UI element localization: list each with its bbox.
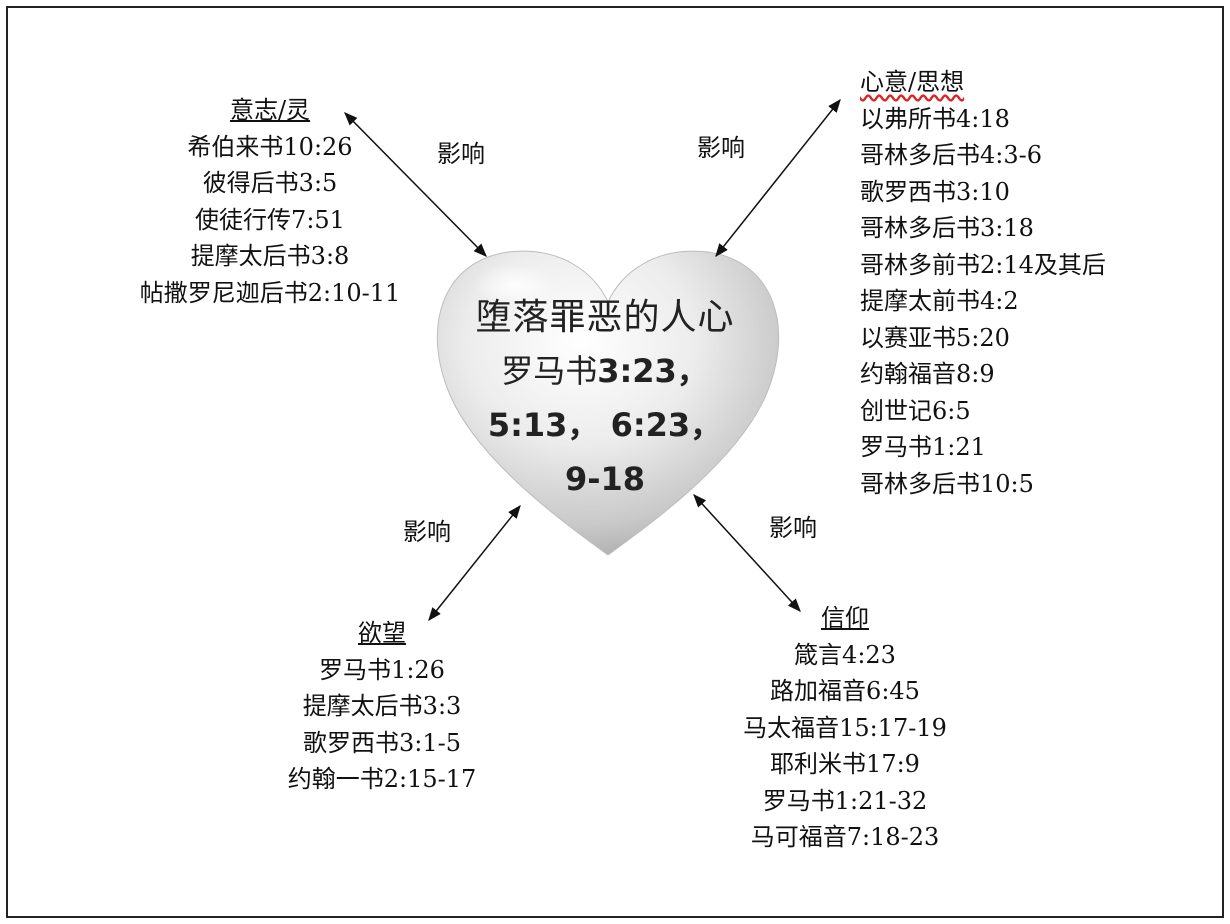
influence-label-will: 影响 — [437, 140, 485, 168]
mind-block: 心意/思想 以弗所书4:18 哥林多后书4:3-6 歌罗西书3:10 哥林多后书… — [860, 64, 1220, 502]
will-ref: 希伯来书10:26 — [187, 132, 353, 161]
heart-highlight — [473, 263, 557, 307]
arrow-desire — [428, 504, 521, 622]
mind-title: 心意/思想 — [860, 68, 965, 96]
heart-ref-line3: 9-18 — [564, 460, 646, 498]
heart-ref-line2: 5:13， 6:23， — [487, 406, 723, 444]
will-ref: 提摩太后书3:8 — [190, 242, 350, 270]
faith-ref: 箴言4:23 — [794, 640, 896, 669]
heart-ref-line1: 罗马书3:23， — [440, 344, 770, 398]
mind-ref: 哥林多前书2:14及其后 — [860, 250, 1106, 279]
diagram-frame — [6, 6, 1224, 918]
faith-block: 信仰 箴言4:23 路加福音6:45 马太福音15:17-19 耶利米书17:9… — [700, 600, 990, 856]
faith-title: 信仰 — [821, 604, 869, 632]
influence-label-desire: 影响 — [403, 518, 451, 546]
mind-ref: 以弗所书4:18 — [860, 104, 1010, 133]
will-ref: 使徒行传7:51 — [195, 205, 345, 234]
arrow-mind — [715, 98, 841, 258]
desire-ref: 罗马书1:26 — [319, 655, 445, 684]
arrow-will — [344, 112, 487, 257]
heart-ref-value: 3:23， — [597, 352, 709, 390]
will-block: 意志/灵 希伯来书10:26 彼得后书3:5 使徒行传7:51 提摩太后书3:8… — [120, 92, 420, 311]
faith-ref: 马太福音15:17-19 — [743, 713, 947, 742]
heart-title: 堕落罪恶的人心 — [475, 297, 735, 338]
faith-ref: 耶利米书17:9 — [770, 750, 920, 778]
desire-ref: 提摩太后书3:3 — [302, 692, 462, 720]
will-ref: 帖撒罗尼迦后书2:10-11 — [139, 278, 401, 307]
faith-ref: 马可福音7:18-23 — [750, 823, 940, 851]
mind-ref: 以赛亚书5:20 — [860, 323, 1010, 352]
arrow-faith — [693, 494, 801, 612]
desire-title: 欲望 — [358, 619, 406, 647]
desire-block: 欲望 罗马书1:26 提摩太后书3:3 歌罗西书3:1-5 约翰一书2:15-1… — [262, 615, 502, 798]
mind-ref: 提摩太前书4:2 — [860, 287, 1019, 315]
mind-ref: 创世记6:5 — [860, 396, 971, 425]
mind-ref: 哥林多后书3:18 — [860, 214, 1034, 242]
will-ref: 彼得后书3:5 — [202, 169, 338, 197]
mind-ref: 哥林多后书4:3-6 — [860, 141, 1043, 169]
desire-ref: 约翰一书2:15-17 — [287, 765, 477, 793]
heart-label: 堕落罪恶的人心 罗马书3:23， 5:13， 6:23， 9-18 — [440, 292, 770, 506]
mind-ref: 歌罗西书3:10 — [860, 177, 1010, 206]
influence-label-mind: 影响 — [697, 134, 745, 162]
faith-ref: 罗马书1:21-32 — [762, 786, 928, 815]
heart-shape — [436, 250, 780, 556]
heart-ref-book: 罗马书 — [501, 352, 598, 390]
desire-ref: 歌罗西书3:1-5 — [302, 728, 461, 757]
mind-ref: 约翰福音8:9 — [860, 360, 995, 388]
mind-ref: 哥林多后书10:5 — [860, 469, 1034, 498]
will-title: 意志/灵 — [229, 96, 311, 124]
mind-ref: 罗马书1:21 — [860, 433, 986, 461]
influence-label-faith: 影响 — [769, 514, 817, 542]
faith-ref: 路加福音6:45 — [770, 677, 920, 705]
